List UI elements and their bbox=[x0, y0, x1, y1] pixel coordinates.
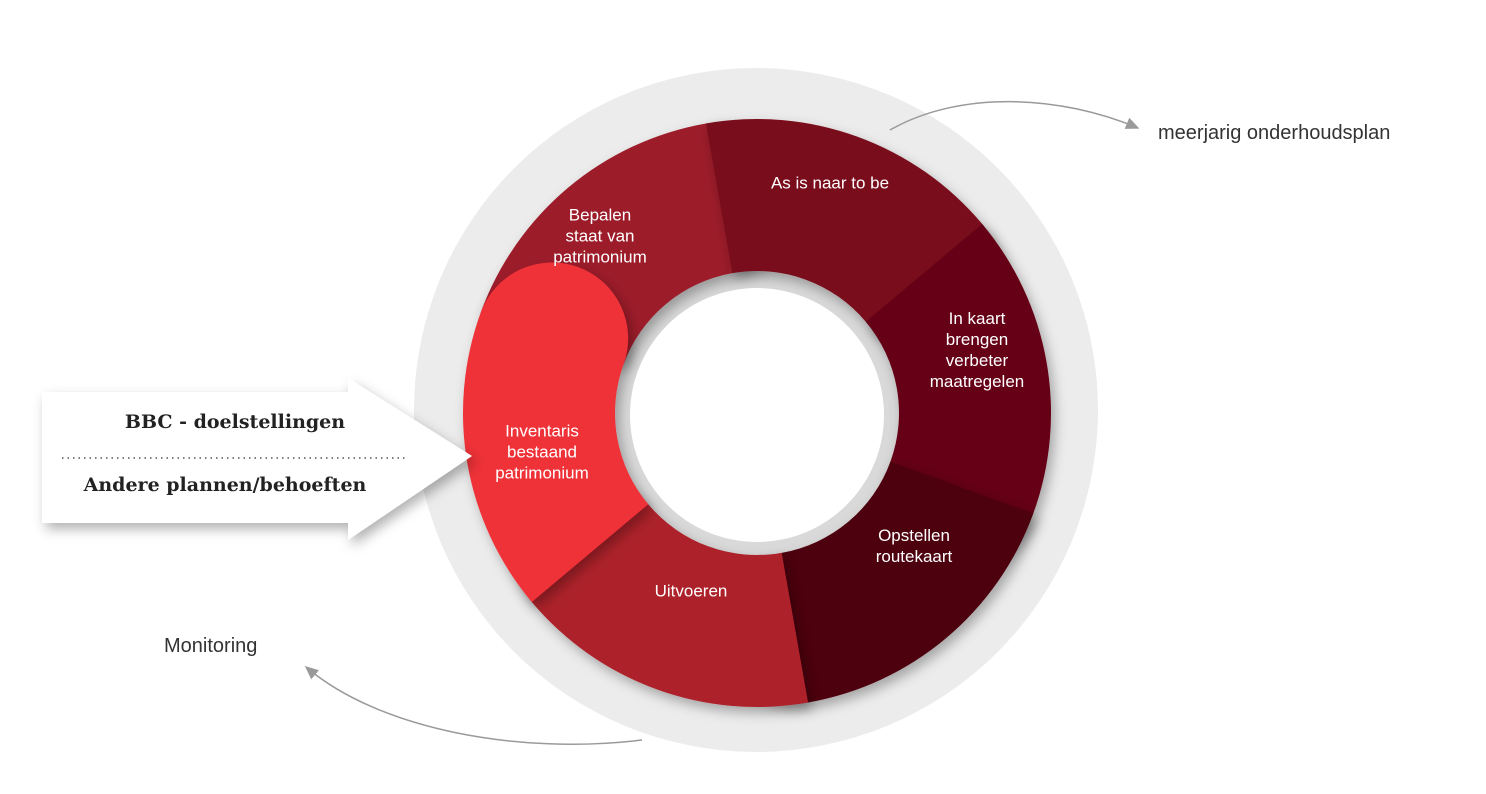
segment-label-inventaris: Inventaris bestaand patrimonium bbox=[495, 421, 589, 483]
connector-arrow-top bbox=[889, 100, 1140, 131]
arrow-text-bottom: Andere plannen/behoeften bbox=[83, 474, 367, 496]
input-arrow-shape bbox=[42, 378, 472, 540]
segment-label-in-kaart: In kaart brengen verbeter maatregelen bbox=[929, 309, 1025, 391]
segment-inventaris bbox=[463, 262, 649, 602]
segment-label-opstellen: Opstellen routekaart bbox=[875, 526, 953, 566]
arrow-text-top: BBC - doelstellingen bbox=[124, 411, 346, 433]
segment-label-as-is: As is naar to be bbox=[770, 173, 890, 193]
segment-label-bepalen: Bepalen staat van patrimonium bbox=[553, 205, 647, 267]
output-label-monitoring: Monitoring bbox=[164, 635, 258, 657]
segment-label-uitvoeren: Uitvoeren bbox=[654, 581, 728, 601]
output-label-top-right: meerjarig onderhoudsplan bbox=[1158, 122, 1391, 144]
center-hole bbox=[630, 288, 884, 542]
connector-arrow-bottom bbox=[304, 666, 643, 745]
